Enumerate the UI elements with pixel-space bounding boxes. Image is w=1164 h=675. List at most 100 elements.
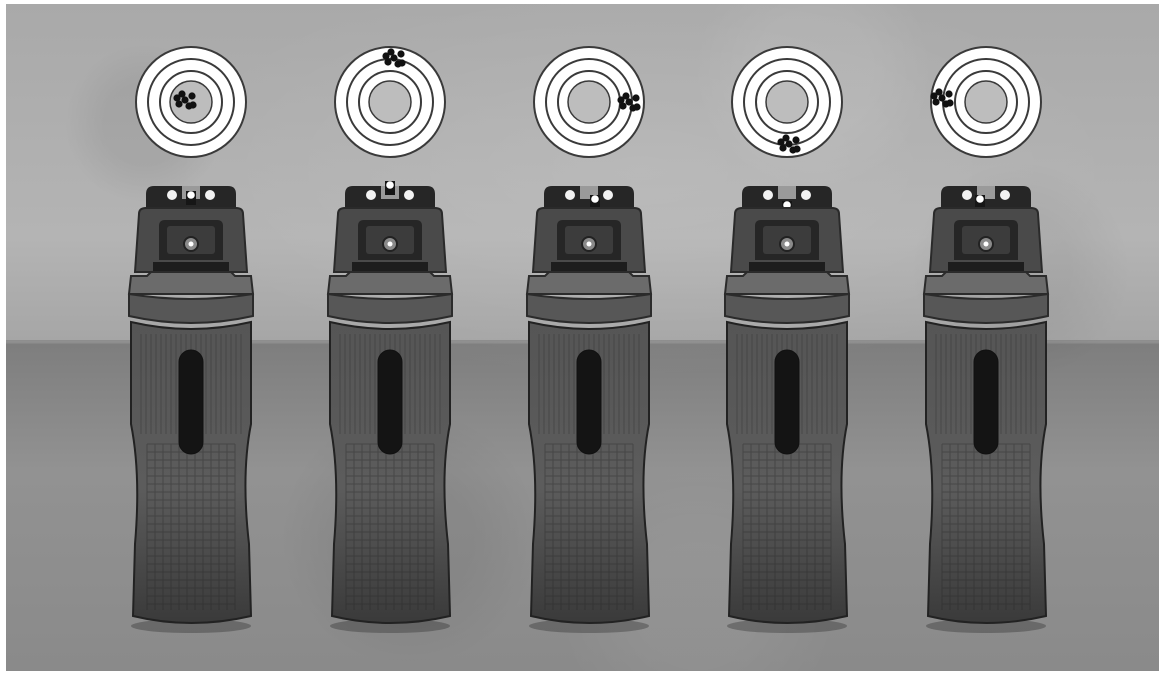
beavertail: [923, 292, 1049, 324]
station-drawing: [127, 46, 255, 633]
bullet-hole: [175, 100, 183, 108]
target: [533, 46, 645, 158]
bullet-hole: [779, 144, 787, 152]
shadow: [727, 619, 847, 633]
station-drawing: [326, 46, 454, 633]
bullet-hole: [625, 98, 633, 106]
grip-texture: [544, 443, 634, 610]
bullet-hole: [178, 90, 186, 98]
grip-texture: [345, 443, 435, 610]
target-middle-ring: [147, 58, 235, 146]
rear-sight-dot-right: [603, 190, 613, 200]
bullet-hole: [617, 96, 625, 104]
striker-pin: [784, 241, 790, 247]
bullet-hole: [188, 92, 196, 100]
target: [731, 46, 843, 158]
target: [334, 46, 446, 158]
bullet-hole: [945, 90, 953, 98]
bullet-hole: [390, 54, 398, 62]
pistol: [525, 186, 653, 633]
backstrap-slot: [774, 349, 800, 455]
grip: [329, 320, 452, 624]
bullet-hole: [785, 140, 793, 148]
bullet-hole: [946, 99, 954, 107]
frame-top: [723, 271, 851, 295]
frame-top: [127, 271, 255, 295]
target-bullseye: [964, 80, 1008, 124]
striker-pin: [983, 241, 989, 247]
front-sight-dot: [386, 181, 394, 189]
front-sight-dot: [187, 191, 195, 199]
bullet-hole: [935, 88, 943, 96]
rear-sight-dot-right: [801, 190, 811, 200]
grip: [925, 320, 1048, 624]
bullet-hole: [633, 103, 641, 111]
target-inner-ring: [358, 70, 422, 134]
station-2: [290, 4, 490, 671]
station-4: [687, 4, 887, 671]
pistol: [922, 186, 1050, 633]
station-drawing: [723, 46, 851, 633]
shot-group: [930, 88, 954, 108]
station-1: [91, 4, 291, 671]
backstrap-slot: [377, 349, 403, 455]
station-3: [489, 4, 689, 671]
shot-group: [617, 92, 641, 112]
bullet-hole: [398, 59, 406, 67]
front-sight-dot: [591, 195, 599, 203]
bullet-hole: [632, 94, 640, 102]
rear-sight-notch: [778, 186, 796, 199]
grip-texture: [742, 443, 832, 610]
rear-sight-dot-left: [763, 190, 773, 200]
rear-sight-dot-right: [1000, 190, 1010, 200]
bullet-hole: [777, 138, 785, 146]
shot-group: [173, 90, 197, 110]
bullet-hole: [793, 145, 801, 153]
bullet-hole: [930, 92, 938, 100]
bullet-hole: [619, 102, 627, 110]
backstrap-slot: [178, 349, 204, 455]
target-bullseye: [567, 80, 611, 124]
rear-sight-dot-left: [366, 190, 376, 200]
striker-pin: [387, 241, 393, 247]
shadow: [529, 619, 649, 633]
target-inner-ring: [755, 70, 819, 134]
bullet-hole: [622, 92, 630, 100]
shadow: [926, 619, 1046, 633]
bullet-hole: [387, 48, 395, 56]
grip-texture: [146, 443, 236, 610]
bullet-hole: [397, 50, 405, 58]
station-5: [886, 4, 1086, 671]
shooting-range-scene: [6, 4, 1159, 671]
rear-sight-dot-left: [167, 190, 177, 200]
bullet-hole: [782, 134, 790, 142]
target-inner-ring: [159, 70, 223, 134]
target-middle-ring: [942, 58, 1030, 146]
grip: [130, 320, 253, 624]
beavertail: [526, 292, 652, 324]
bullet-hole: [173, 94, 181, 102]
striker-pin: [586, 241, 592, 247]
target-bullseye: [765, 80, 809, 124]
striker-pin: [188, 241, 194, 247]
bullet-hole: [181, 96, 189, 104]
bullet-hole: [382, 52, 390, 60]
backstrap-slot: [973, 349, 999, 455]
target: [135, 46, 247, 158]
pistol: [723, 186, 851, 633]
beavertail: [327, 292, 453, 324]
station-drawing: [922, 46, 1050, 633]
shadow: [131, 619, 251, 633]
bullet-hole: [189, 101, 197, 109]
shot-group: [777, 134, 801, 154]
target: [930, 46, 1042, 158]
frame-top: [525, 271, 653, 295]
frame-top: [922, 271, 1050, 295]
target-bullseye: [368, 80, 412, 124]
pistol: [127, 186, 255, 633]
grip: [726, 320, 849, 624]
beavertail: [128, 292, 254, 324]
backstrap-slot: [576, 349, 602, 455]
bullet-hole: [938, 94, 946, 102]
grip: [528, 320, 651, 624]
